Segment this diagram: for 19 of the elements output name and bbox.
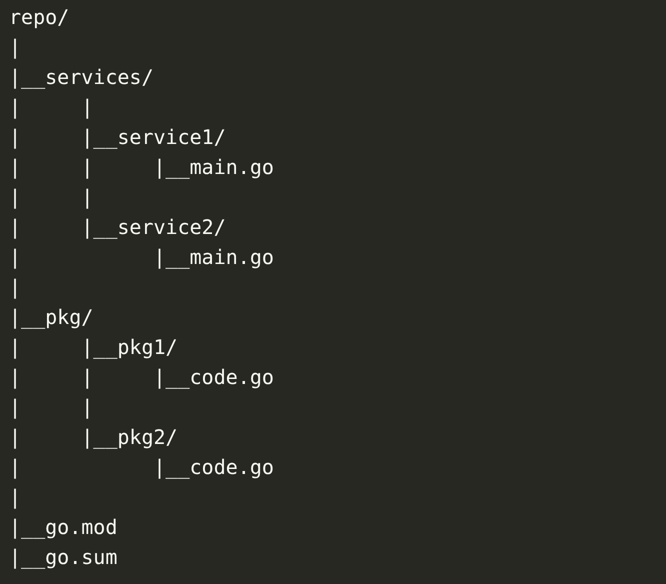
code-line: |: [9, 484, 22, 511]
code-line: | | |__main.go: [9, 154, 274, 181]
code-line: | |__main.go: [9, 244, 274, 271]
code-line: |: [9, 274, 22, 301]
code-line: repo/: [9, 4, 70, 31]
code-line: |__go.mod: [9, 514, 118, 541]
code-line: | |: [9, 94, 94, 121]
code-line: | |: [9, 394, 94, 421]
code-line: | |__service1/: [9, 124, 226, 151]
code-line: | |__service2/: [9, 214, 226, 241]
code-line: |__services/: [9, 64, 154, 91]
code-line: |: [9, 34, 22, 61]
code-line: | |: [9, 184, 94, 211]
code-line: | |__pkg1/: [9, 334, 178, 361]
code-line: | |__pkg2/: [9, 424, 178, 451]
code-line: |__go.sum: [9, 544, 118, 571]
code-line: |__pkg/: [9, 304, 94, 331]
code-line: | | |__code.go: [9, 364, 274, 391]
code-line: | |__code.go: [9, 454, 274, 481]
